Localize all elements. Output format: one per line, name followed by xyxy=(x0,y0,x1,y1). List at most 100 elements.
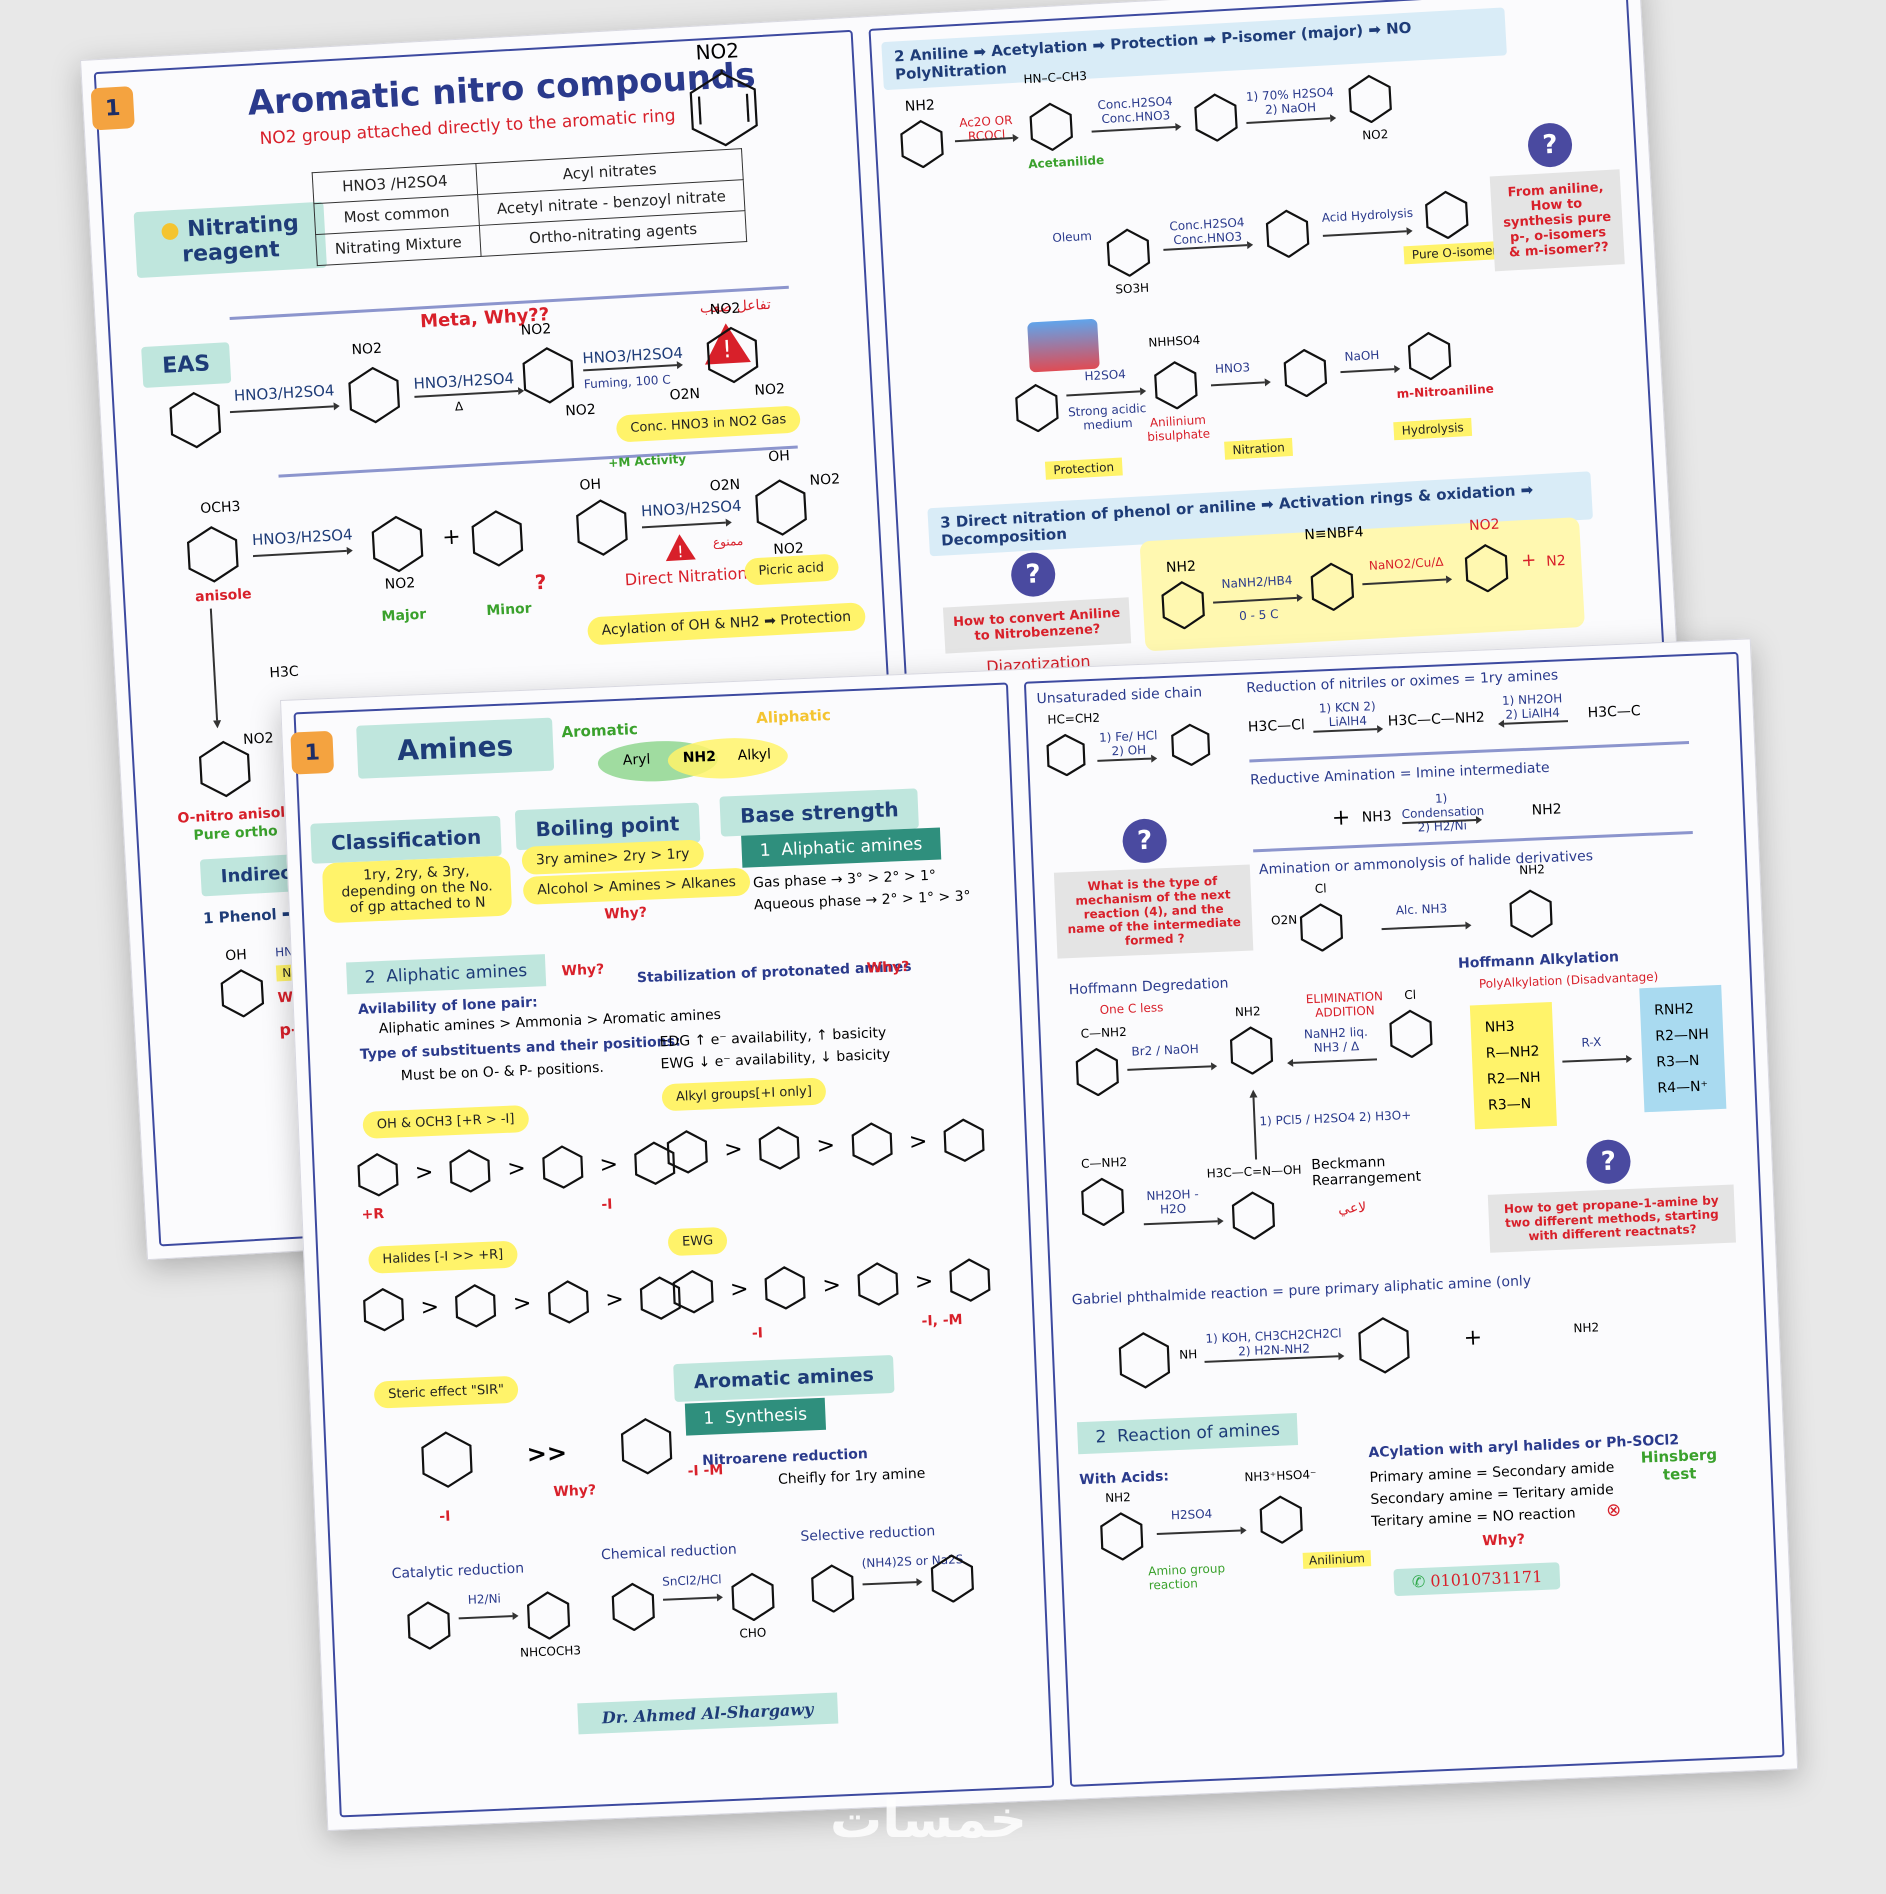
o-nitro-anisole-label: O-nitro anisole xyxy=(177,804,296,827)
group-label: Cl xyxy=(1404,987,1417,1003)
reagent-label: SnCl2/HCl xyxy=(661,1572,722,1589)
section2-banner: 2 Aliphatic amines xyxy=(346,954,546,995)
reaction-of-amines-banner: 2 Reaction of amines xyxy=(1076,1413,1299,1455)
group-label: O2N xyxy=(709,476,741,495)
reaction-arrow xyxy=(1313,725,1384,734)
why-label: Why? xyxy=(1481,1531,1526,1550)
group-label: C—NH2 xyxy=(1080,1024,1127,1041)
group-label: NO2 xyxy=(754,381,786,399)
page-number-badge: 1 xyxy=(290,730,335,775)
activity-label: +M Activity xyxy=(607,451,687,471)
front-left-page: 1 Amines Aromatic Aliphatic Aryl NH2 Alk… xyxy=(290,682,1055,1818)
minus-i-label: -I xyxy=(439,1508,451,1526)
aromatic-amines-banner: Aromatic amines xyxy=(673,1354,895,1403)
gt-sign: > xyxy=(914,1268,934,1295)
svg-text:!: ! xyxy=(722,335,733,363)
pure-ortho-label: Pure ortho xyxy=(193,823,279,844)
steric-pill: Steric effect "SIR" xyxy=(373,1375,519,1409)
benzene-ring-icon xyxy=(1283,348,1328,398)
benzene-ring-icon xyxy=(1509,889,1553,939)
benzene-ring-icon xyxy=(1348,74,1392,124)
benzene-ring-icon xyxy=(759,1126,801,1170)
gas-phase-order: Gas phase → 3° > 2° > 1° xyxy=(752,867,937,892)
reagent-label: R-X xyxy=(1581,1034,1602,1050)
question-text: How to get propane-1-amine by two differ… xyxy=(1487,1184,1736,1253)
gabriel-label: Gabriel phthalmide reaction = pure prima… xyxy=(1071,1273,1532,1309)
benzene-ring-icon xyxy=(1464,544,1509,593)
benzene-ring-icon xyxy=(1075,1047,1119,1097)
benzene-ring-icon xyxy=(1046,733,1086,777)
group-label: NO2 xyxy=(809,471,841,489)
group-label: NH2 xyxy=(1531,801,1562,819)
plus-sign: + xyxy=(1463,1325,1483,1351)
alkyl-series: > > > xyxy=(663,1116,988,1175)
ewg-note: EWG ↓ e⁻ availability, ↓ basicity xyxy=(660,1046,891,1073)
condition-label: Δ xyxy=(454,399,464,414)
benzene-ring-icon xyxy=(363,1287,405,1332)
back-sheet: 1 Aromatic nitro compounds NO2 group att… xyxy=(80,0,1707,1261)
benzene-ring-icon xyxy=(449,1149,491,1193)
benzene-ring-icon xyxy=(1310,562,1355,612)
reaction-arrow xyxy=(229,402,340,414)
halides-series: > > > xyxy=(360,1274,685,1333)
group-label: C—NH2 xyxy=(1080,1154,1128,1171)
reaction-arrow xyxy=(1204,1352,1345,1363)
acylation-label: ACylation with aryl halides or Ph-SOCl2 xyxy=(1368,1432,1680,1462)
ewg-series: > > > xyxy=(669,1256,994,1315)
benzene-ring-icon xyxy=(1154,361,1198,410)
plus-sign: + xyxy=(1520,549,1537,572)
minus-i-m-label: -I, -M xyxy=(921,1311,963,1330)
benzene-ring-icon xyxy=(357,1153,399,1197)
benzene-ring-icon xyxy=(620,1418,673,1475)
phthalimide-ring-icon xyxy=(1118,1332,1171,1389)
reaction-arrow xyxy=(1212,593,1303,604)
benzene-ring-icon xyxy=(1259,1495,1303,1545)
divider xyxy=(1249,741,1690,763)
question-text: From aniline, How to synthesis pure p-, … xyxy=(1489,169,1625,272)
aromatic-label: Aromatic xyxy=(561,720,639,742)
bulb-icon: ● xyxy=(159,217,181,244)
benzene-ring-icon xyxy=(640,1276,682,1320)
benzene-ring-icon xyxy=(1425,190,1469,240)
condition-label: Strong acidic medium xyxy=(1067,401,1147,433)
aryl-label: Aryl xyxy=(622,751,651,769)
gt-sign: > xyxy=(908,1128,928,1155)
major-label: Major xyxy=(381,606,427,626)
group-label: NH2 xyxy=(1518,862,1546,878)
reagent-label: NaOH xyxy=(1344,347,1380,364)
benzene-ring-icon xyxy=(1265,209,1310,259)
one-c-less-note: One C less xyxy=(1099,1000,1164,1017)
gtgt-sign: >> xyxy=(526,1438,568,1469)
polyalkylation-note: PolyAlkylation (Disadvantage) xyxy=(1478,969,1659,992)
benzene-ring-icon xyxy=(576,499,628,556)
minor-label: Minor xyxy=(485,600,533,620)
benzene-ring-icon xyxy=(857,1262,899,1306)
anisole-label: anisole xyxy=(194,586,253,606)
group-label: H3C—C—NH2 xyxy=(1387,709,1486,730)
benzene-ring-icon xyxy=(348,366,400,424)
question-text: What is the type of mechanism of the nex… xyxy=(1053,864,1254,959)
reagent-label: 1) Condensation 2) H2/Ni xyxy=(1401,791,1485,835)
acetanilide-label: Acetanilide xyxy=(1027,152,1105,172)
reaction-arrow xyxy=(862,1578,923,1587)
beckmann-label: Beckmann Rearrangement xyxy=(1311,1154,1422,1190)
condition-label: Fuming, 100 C xyxy=(583,372,671,392)
group-label: HN–C–CH3 xyxy=(1023,68,1088,87)
eas-banner: EAS xyxy=(141,342,232,388)
reagent-label: NH2OH -H2O xyxy=(1146,1186,1199,1217)
reaction-arrow xyxy=(1246,114,1337,124)
reaction-arrow xyxy=(1127,1062,1218,1071)
group-label: NO2 xyxy=(351,340,383,359)
elimination-addition-note: ELIMINATION ADDITION xyxy=(1305,989,1384,1020)
reactant-item: R—NH2 xyxy=(1485,1043,1540,1062)
benzene-ring-icon xyxy=(611,1582,655,1632)
benzene-ring-icon xyxy=(527,1591,571,1640)
divider xyxy=(1253,830,1693,853)
group-label: NH xyxy=(1178,1347,1198,1362)
group-label: O2N xyxy=(669,385,701,404)
nitration-label: Nitration xyxy=(1224,437,1294,460)
front-right-page: Unsaturaded side chain HC=CH2 1) Fe/ HCl… xyxy=(1023,651,1785,1787)
benzene-ring-icon xyxy=(1299,903,1344,952)
halides-pill: Halides [-I >> +R] xyxy=(367,1240,518,1274)
